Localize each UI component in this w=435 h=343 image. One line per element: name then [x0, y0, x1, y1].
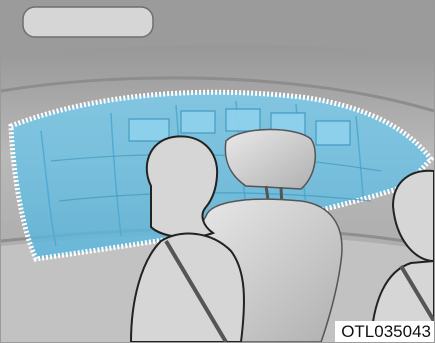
roof-handle: [23, 7, 153, 37]
figure-code-label: OTL035043: [335, 321, 434, 342]
